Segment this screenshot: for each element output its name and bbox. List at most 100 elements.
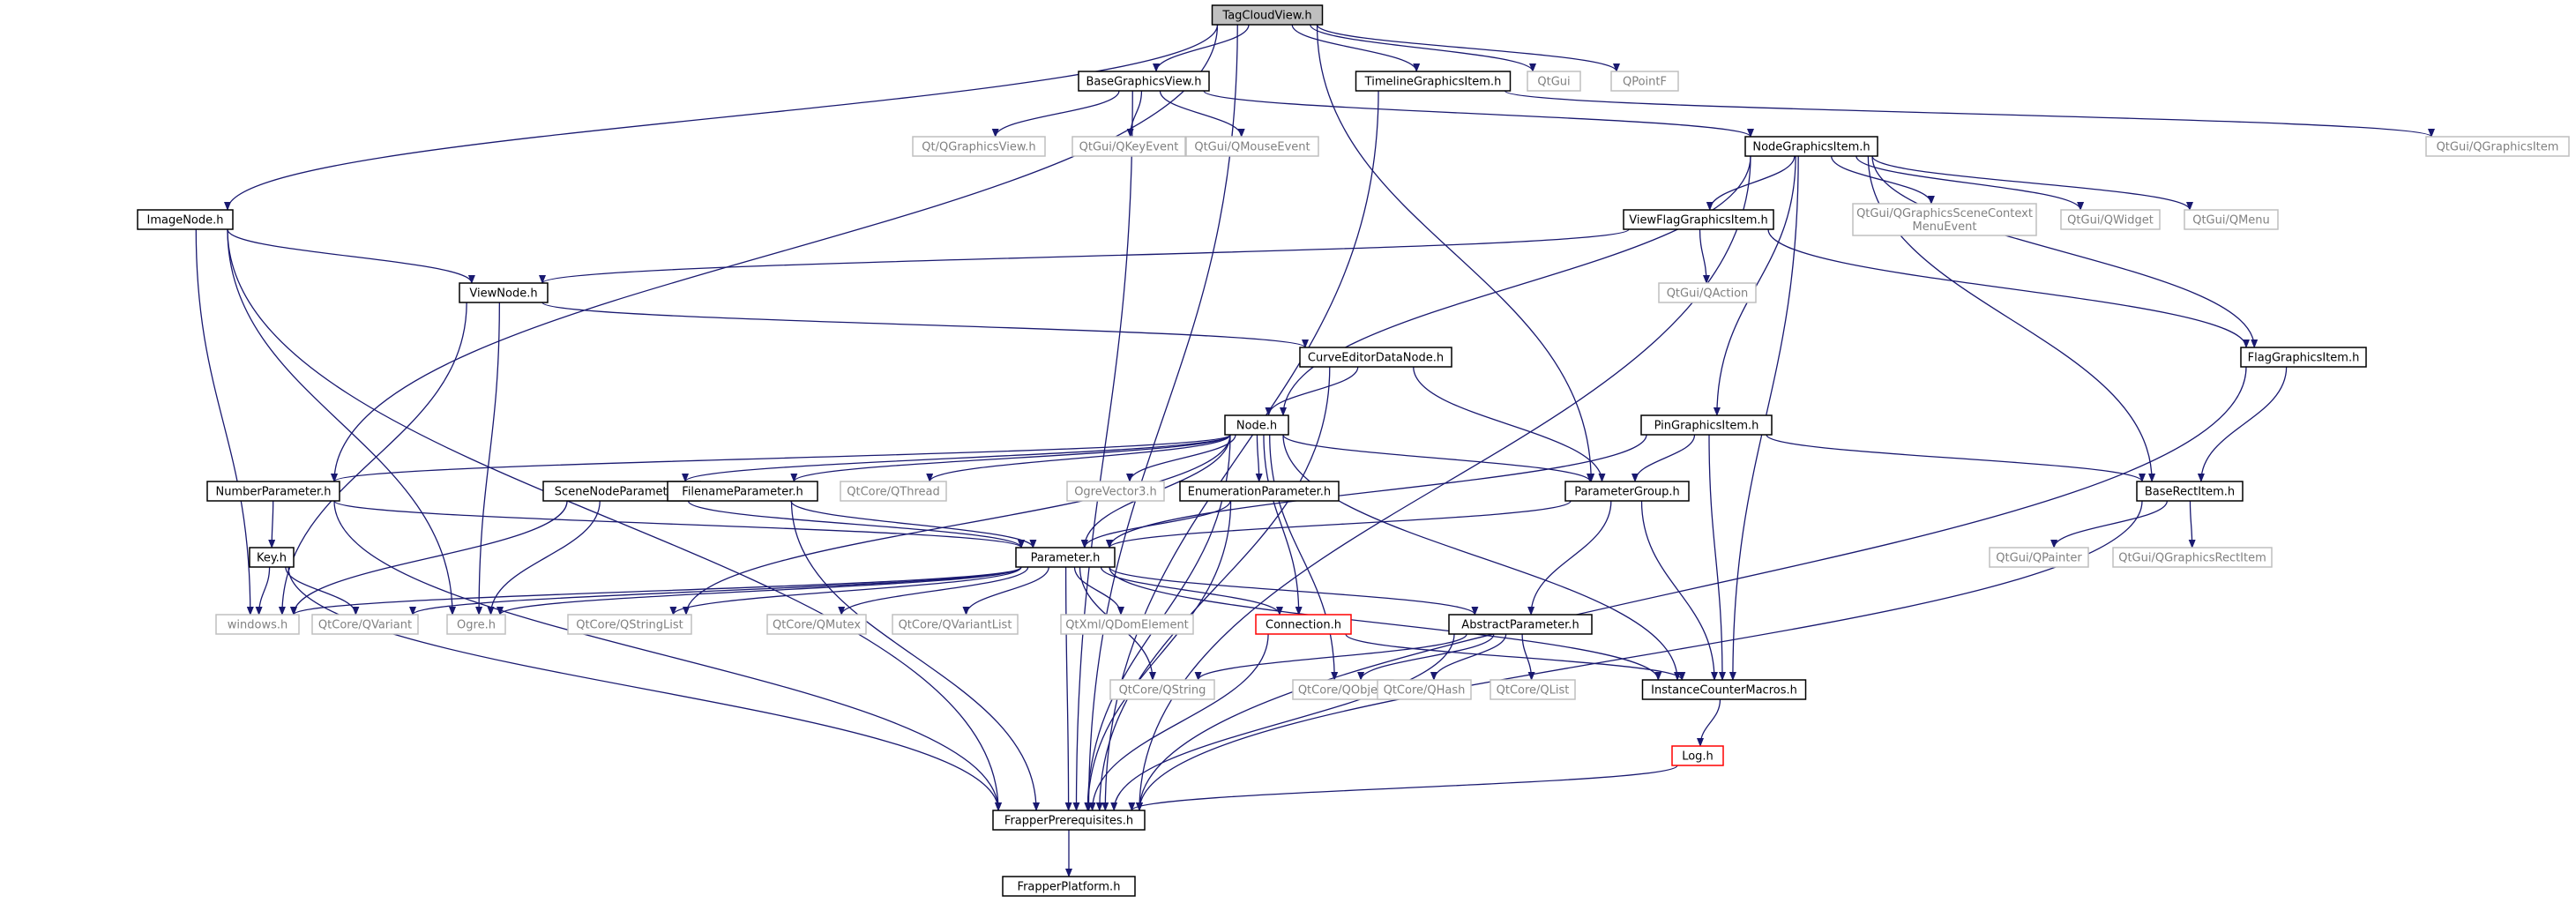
edge-log-to-frapperprerequisites <box>1128 765 1678 811</box>
edge-abstractparameter-to-frapperprerequisites <box>1110 633 1455 811</box>
node-label: NumberParameter.h <box>215 486 331 499</box>
node-connection[interactable]: Connection.h <box>1255 614 1352 635</box>
edge-imagenode-to-windows <box>195 228 254 616</box>
node-imagenode[interactable]: ImageNode.h <box>137 209 234 230</box>
node-label: FrapperPlatform.h <box>1018 881 1121 894</box>
node-scenenodeparameter[interactable]: SceneNodeParameter.h <box>542 481 701 502</box>
edge-key-to-qvariant <box>285 566 360 616</box>
node-box <box>1448 614 1593 635</box>
edge-parameter-to-abstractparameter <box>1109 566 1479 616</box>
node-box <box>1071 136 1186 157</box>
node-box <box>2060 209 2161 230</box>
edge-imagenode-to-ogre <box>227 228 456 616</box>
node-label: Connection.h <box>1266 619 1341 632</box>
edge-tagcloudview-to-basegraphicsview <box>1153 24 1250 72</box>
node-basegraphicsview[interactable]: BaseGraphicsView.h <box>1078 71 1210 92</box>
node-enumerationparameter[interactable]: EnumerationParameter.h <box>1179 481 1340 502</box>
edge-instancecountermacros-to-log <box>1697 698 1721 747</box>
node-parametergroup[interactable]: ParameterGroup.h <box>1564 481 1690 502</box>
node-parameter[interactable]: Parameter.h <box>1015 547 1116 568</box>
edge-flaggraphicsitem-to-frapperprerequisites <box>1136 366 2247 811</box>
node-box <box>1015 547 1116 568</box>
node-label: Node.h <box>1236 420 1277 433</box>
node-qmutex: QtCore/QMutex <box>766 614 867 635</box>
node-key[interactable]: Key.h <box>249 547 295 568</box>
edge-node-to-instancecountermacros <box>1282 434 1681 681</box>
node-label: QtCore/QStringList <box>576 619 683 632</box>
node-box <box>567 614 692 635</box>
node-box <box>459 282 549 303</box>
edge-viewnode-to-windows <box>278 302 467 616</box>
node-qvariant: QtCore/QVariant <box>311 614 419 635</box>
node-box <box>1640 414 1773 436</box>
edge-viewnode-to-curveeditordatanode <box>541 302 1309 348</box>
node-label: QtCore/QString <box>1119 684 1206 698</box>
node-viewnode[interactable]: ViewNode.h <box>459 282 549 303</box>
node-box <box>1179 481 1340 502</box>
node-box <box>840 481 947 502</box>
edge-imagenode-to-frapperprerequisites <box>227 228 1002 811</box>
node-qpainter: QtGui/QPainter <box>1989 547 2089 568</box>
node-viewflaggraphicsitem[interactable]: ViewFlagGraphicsItem.h <box>1623 209 1774 230</box>
node-qvariantlist: QtCore/QVariantList <box>892 614 1019 635</box>
edge-tagcloudview-to-numberparameter <box>331 24 1219 482</box>
node-timelinegraphicsitem[interactable]: TimelineGraphicsItem.h <box>1355 71 1512 92</box>
node-label: windows.h <box>228 619 287 632</box>
node-label: Parameter.h <box>1031 552 1101 565</box>
edge-tagcloudview-to-frapperprerequisites <box>1085 24 1238 811</box>
node-box <box>1355 71 1512 92</box>
node-box <box>215 614 300 635</box>
node-box <box>1527 71 1581 92</box>
edge-baserectitem-to-qpainter <box>2050 500 2168 549</box>
node-box <box>1224 414 1289 436</box>
node-tagcloudview[interactable]: TagCloudView.h <box>1211 4 1324 26</box>
edge-node-to-qthread <box>926 434 1231 482</box>
node-pingraphicsitem[interactable]: PinGraphicsItem.h <box>1640 414 1773 436</box>
node-box <box>137 209 234 230</box>
node-box <box>311 614 419 635</box>
edge-nodegraphicsitem-to-viewflaggraphicsitem <box>1706 155 1796 211</box>
node-label: FilenameParameter.h <box>682 486 803 499</box>
node-curveeditordatanode[interactable]: CurveEditorDataNode.h <box>1299 347 1452 368</box>
node-label: PinGraphicsItem.h <box>1654 420 1759 433</box>
edge-node-to-enumerationparameter <box>1255 434 1263 482</box>
node-abstractparameter[interactable]: AbstractParameter.h <box>1448 614 1593 635</box>
node-flaggraphicsitem[interactable]: FlagGraphicsItem.h <box>2240 347 2367 368</box>
node-box <box>1744 136 1878 157</box>
node-frapperplatform[interactable]: FrapperPlatform.h <box>1002 876 1136 897</box>
node-label: QtCore/QMutex <box>773 619 861 632</box>
node-box <box>912 136 1046 157</box>
node-log[interactable]: Log.h <box>1671 745 1724 766</box>
node-instancecountermacros[interactable]: InstanceCounterMacros.h <box>1641 679 1807 700</box>
node-numberparameter[interactable]: NumberParameter.h <box>206 481 340 502</box>
node-baserectitem[interactable]: BaseRectItem.h <box>2136 481 2244 502</box>
edge-baserectitem-to-qgraphicsrectitem <box>2188 500 2196 549</box>
node-qwidget: QtGui/QWidget <box>2060 209 2161 230</box>
node-frapperprerequisites[interactable]: FrapperPrerequisites.h <box>992 810 1146 831</box>
edge-node-to-ogrevector3 <box>1126 434 1236 482</box>
node-qkeyevent: QtGui/QKeyEvent <box>1071 136 1186 157</box>
edge-basegraphicsview-to-qkeyevent <box>1126 90 1143 138</box>
edge-node-to-parametergroup <box>1282 434 1594 482</box>
node-qhash: QtCore/QHash <box>1377 679 1472 700</box>
node-filenameparameter[interactable]: FilenameParameter.h <box>667 481 818 502</box>
node-node[interactable]: Node.h <box>1224 414 1289 436</box>
edge-node-to-numberparameter <box>331 434 1231 482</box>
edge-parameter-to-qvariant <box>409 566 1022 616</box>
edge-scenenodeparameter-to-parameter <box>687 500 1025 549</box>
edge-curveeditordatanode-to-parametergroup <box>1413 366 1606 482</box>
node-label: QtGui/QGraphicsRectItem <box>2118 552 2266 565</box>
edge-parameter-to-instancecountermacros <box>1109 566 1662 681</box>
node-label: QtCore/QVariantList <box>899 619 1012 632</box>
edge-viewnode-to-ogre <box>475 302 500 616</box>
node-qmouseevent: QtGui/QMouseEvent <box>1185 136 1319 157</box>
node-box <box>1255 614 1352 635</box>
node-nodegraphicsitem[interactable]: NodeGraphicsItem.h <box>1744 136 1878 157</box>
node-box <box>2184 209 2279 230</box>
edge-scenenodeparameter-to-ogre <box>487 500 601 616</box>
node-qgraphicsview: Qt/QGraphicsView.h <box>912 136 1046 157</box>
edge-tagcloudview-to-qtgui <box>1310 24 1536 72</box>
